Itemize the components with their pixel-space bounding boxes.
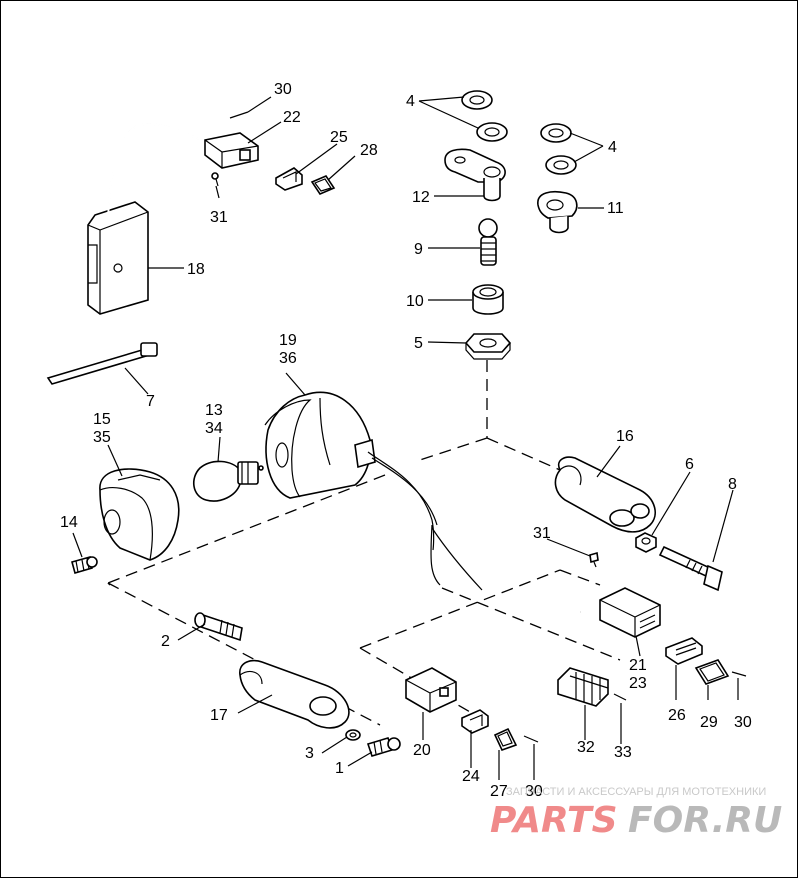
part-22-connector <box>204 132 259 169</box>
callout-16: 16 <box>616 428 634 445</box>
callout-4: 4 <box>608 139 617 156</box>
callout-18: 18 <box>187 261 205 278</box>
part-31-screw <box>589 551 599 568</box>
part-24-terminal <box>461 709 489 734</box>
callout-27: 27 <box>490 783 508 800</box>
callout-8: 8 <box>728 476 737 493</box>
callout-10: 10 <box>406 293 424 310</box>
part-1-screw <box>366 737 401 757</box>
callout-31: 31 <box>210 209 228 226</box>
callout-13: 13 <box>205 402 223 419</box>
callout-9: 9 <box>414 241 423 258</box>
part-12-bracket <box>444 148 506 202</box>
watermark-logo-left: PARTS <box>490 800 618 841</box>
part-30-pin-right <box>731 671 747 677</box>
callout-31: 31 <box>533 525 551 542</box>
part-3-washer <box>345 729 361 741</box>
callout-21: 21 <box>629 657 647 674</box>
part-10-bushing <box>472 284 504 315</box>
callout-4: 4 <box>406 93 415 110</box>
callout-26: 26 <box>668 707 686 724</box>
part-13-bulb <box>193 460 264 502</box>
callout-30: 30 <box>274 81 292 98</box>
callout-30: 30 <box>734 714 752 731</box>
callout-28: 28 <box>360 142 378 159</box>
callout-34: 34 <box>205 420 223 437</box>
part-30-pin-bottom <box>523 735 539 743</box>
callout-labels: 30 22 25 28 31 18 4 4 12 11 9 10 5 19 36… <box>60 81 752 800</box>
part-32-connector <box>557 667 609 707</box>
watermark-logo-right: FOR.RU <box>628 800 782 841</box>
callout-33: 33 <box>614 744 632 761</box>
part-17-mount-arm <box>239 659 350 729</box>
callout-11: 11 <box>607 200 624 217</box>
callout-7: 7 <box>146 393 155 410</box>
part-28-seal <box>310 175 336 195</box>
part-14-screw <box>71 555 98 574</box>
callout-25: 25 <box>330 129 348 146</box>
part-15-bezel <box>99 468 180 561</box>
callout-22: 22 <box>283 109 301 126</box>
callout-30: 30 <box>525 783 543 800</box>
callout-20: 20 <box>413 742 431 759</box>
callout-14: 14 <box>60 514 78 531</box>
part-20-connector <box>405 667 457 713</box>
callout-29: 29 <box>700 714 718 731</box>
callout-24: 24 <box>462 768 480 785</box>
callout-5: 5 <box>414 335 423 352</box>
callout-23: 23 <box>629 675 647 692</box>
part-18-module <box>87 123 206 315</box>
callout-36: 36 <box>279 350 297 367</box>
part-9-ball-stud <box>478 218 498 266</box>
part-16-sleeve <box>554 456 656 533</box>
part-7-tie-strap <box>46 342 158 385</box>
callout-3: 3 <box>305 745 314 762</box>
callout-35: 35 <box>93 429 111 446</box>
part-29-seal <box>694 659 730 685</box>
part-5-nut <box>464 333 512 360</box>
callout-15: 15 <box>93 411 111 428</box>
callout-6: 6 <box>685 456 694 473</box>
part-26-terminal <box>665 637 703 665</box>
watermark: ЗАПЧАСТИ И АКСЕССУАРЫ ДЛЯ МОТОТЕХНИКИ PA… <box>490 786 782 841</box>
assembly-lines <box>107 360 621 726</box>
callout-2: 2 <box>161 633 170 650</box>
part-27-seal <box>493 727 518 751</box>
part-11-cap <box>537 190 578 234</box>
part-25-terminal-holder <box>275 167 303 191</box>
part-33-pin <box>613 693 627 701</box>
watermark-tagline: ЗАПЧАСТИ И АКСЕССУАРЫ ДЛЯ МОТОТЕХНИКИ <box>506 786 766 798</box>
part-6-nut <box>635 532 657 553</box>
callout-17: 17 <box>210 707 228 724</box>
callout-12: 12 <box>412 189 430 206</box>
part-19-lamp-housing <box>264 391 483 591</box>
part-30-pin-top <box>229 111 249 119</box>
leader-lines <box>72 96 739 780</box>
part-2-bolt <box>194 612 243 642</box>
callout-19: 19 <box>279 332 297 349</box>
part-8-bolt <box>658 545 723 592</box>
part-21-connector <box>599 587 661 638</box>
part-31-screw-top <box>211 172 219 187</box>
callout-32: 32 <box>577 739 595 756</box>
callout-1: 1 <box>335 760 344 777</box>
